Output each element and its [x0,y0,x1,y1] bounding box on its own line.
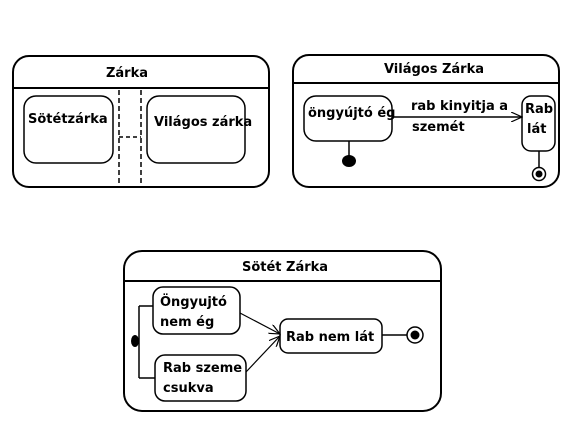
state-rab-nem-lat-label: Rab nem lát [286,330,374,345]
final-state-dot [535,170,543,178]
initial-state-dot-sotet [131,335,139,347]
initial-state-dot [342,155,356,167]
state-sotetzarka-label: Sötétzárka [28,112,108,127]
vilagos-zarka-state: Világos Zárka öngyújtó ég rab kinyitja a… [292,54,560,188]
state-rab-szeme-csukva [154,354,247,402]
state-ongyujto-eg-label: öngyújtó ég [308,106,395,121]
state-ongyujto-nem-eg-line1: Öngyujtó [160,294,227,310]
vilagos-title: Világos Zárka [384,62,484,77]
transition-bottom-to-target [245,336,280,373]
state-rab-szeme-csukva-line2: csukva [163,381,214,396]
zarka-title: Zárka [106,66,148,81]
sotet-zarka-state: Sötét Zárka Öngyujtó nem ég Rab szeme cs… [123,250,442,412]
transition-label-line2: szemét [412,120,465,135]
state-ongyujto-nem-eg-line2: nem ég [160,315,214,330]
state-ongyujto-eg [303,95,393,142]
state-rab-nem-lat [279,318,383,354]
state-vilagoszarka [146,95,246,164]
sotet-title: Sötét Zárka [242,260,328,275]
state-ongyujto-nem-eg [152,286,241,335]
state-vilagoszarka-label: Világos zárka [154,115,252,130]
final-state-dot-sotet [410,330,420,340]
final-state-ring-sotet [406,326,424,344]
state-rab-szeme-csukva-line1: Rab szeme [163,361,242,376]
transition-top-to-target [239,312,280,334]
state-sotetzarka [23,95,114,164]
state-rab-lat-line2: lát [527,122,546,137]
state-rab-lat-line1: Rab [525,102,553,117]
final-state-ring [531,166,547,182]
zarka-composite-state: Zárka Sötétzárka Világos zárka [12,55,270,188]
transition-label-line1: rab kinyitja a [411,99,508,114]
